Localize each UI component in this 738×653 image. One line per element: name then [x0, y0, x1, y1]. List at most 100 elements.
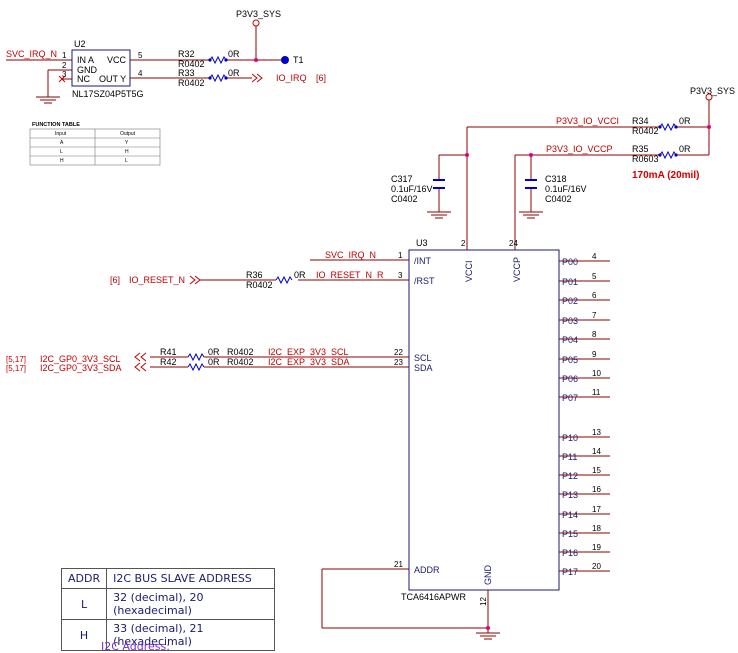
resistor-r32 [208, 55, 228, 65]
ground-symbol-u3 [476, 632, 500, 640]
function-table-title: FUNCTION TABLE [32, 122, 80, 128]
u2-pin5-num: 5 [138, 51, 143, 60]
testpoint-t1 [281, 56, 289, 64]
ft-cell: Y [125, 140, 129, 146]
u3-pin-num: 11 [592, 388, 601, 397]
u3-pin-num: 5 [592, 272, 597, 281]
resistor-r35 [658, 150, 678, 160]
resistor-r36 [275, 275, 293, 285]
offsheet-arrow-io-irq [251, 73, 263, 83]
c318-pkg: C0402 [545, 194, 572, 204]
u3-pin-num: 8 [592, 330, 597, 339]
u3-pin-name: P04 [562, 335, 578, 345]
c318-val: 0.1uF/16V [545, 184, 587, 194]
net-svc-irq-n-in: SVC_IRQ_N [6, 49, 57, 59]
c318-ref: C318 [545, 174, 567, 184]
u2-section [6, 26, 284, 97]
u3-pin-num: 15 [592, 466, 601, 475]
net-p3v3-io-vccp: P3V3_IO_VCCP [546, 144, 613, 154]
u3-pin-num: 17 [592, 505, 601, 514]
r41-ref: R41 [160, 347, 177, 357]
junction-dot [465, 153, 469, 157]
u3-pin-num: 13 [592, 428, 601, 437]
table-cell: 32 (decimal), 20 (hexadecimal) [106, 588, 276, 620]
r36-val: 0R [294, 270, 306, 280]
r32-val: 0R [228, 49, 240, 59]
u2-pin4-num: 4 [138, 69, 143, 78]
u2-part: NL17SZ04P5T5G [72, 89, 144, 99]
net-i2c-sheet-scl: [5,17] [6, 355, 26, 364]
u3-pin-name: SDA [414, 363, 433, 373]
u3-pin-name: P17 [562, 567, 578, 577]
u3-pin-num: 6 [592, 291, 597, 300]
r33-pkg: R0402 [178, 78, 205, 88]
supply-wires [438, 100, 710, 250]
resistor-r42 [187, 362, 205, 372]
power-port-p3v3-sys-right [705, 93, 713, 101]
r35-pkg: R0603 [632, 154, 659, 164]
table-cell: L [60, 588, 108, 620]
u3-pin-name: P13 [562, 490, 578, 500]
u3-pin-num: 19 [592, 543, 601, 552]
u3-body [408, 249, 560, 591]
table-cell: H [60, 619, 108, 651]
net-io-reset-n: IO_RESET_N [129, 275, 185, 285]
r36-pkg: R0402 [246, 280, 273, 290]
u2-pin1-name: IN A [77, 55, 94, 65]
net-p3v3-io-vcci: P3V3_IO_VCCI [556, 116, 619, 126]
capacitor-c318 [525, 179, 537, 189]
ft-cell: H [60, 158, 64, 164]
u2-pin3-num: 3 [62, 70, 67, 79]
net-io-irq: IO_IRQ [276, 73, 307, 83]
u3-pin-num: 12 [479, 597, 488, 606]
u3-pin-name: P12 [562, 471, 578, 481]
r34-pkg: R0402 [632, 126, 659, 136]
power-label-p3v3-sys-top: P3V3_SYS [236, 9, 281, 19]
power-label-p3v3-sys-right: P3V3_SYS [690, 86, 735, 96]
ground-symbol-c318 [519, 211, 543, 219]
r34-ref: R34 [632, 116, 649, 126]
net-i2c-sheet-sda: [5,17] [6, 364, 26, 373]
u3-pin-name: P03 [562, 316, 578, 326]
u3-ref: U3 [416, 238, 428, 248]
table-row: ADDR I2C BUS SLAVE ADDRESS [60, 568, 276, 589]
net-io-irq-sheet: [6] [316, 73, 326, 83]
offsheet-arrow-io-reset [189, 275, 201, 285]
current-note: 170mA (20mil) [632, 170, 699, 181]
u3-pin-name: VCCI [464, 260, 474, 282]
u3-pin-num: 21 [394, 560, 403, 569]
testpoint-label: T1 [293, 55, 304, 65]
u3-pin-name: P01 [562, 277, 578, 287]
net-i2c-gp0-sda: I2C_GP0_3V3_SDA [40, 363, 122, 373]
u2-pin5-name: VCC [107, 55, 127, 65]
u3-pin-num: 24 [509, 239, 518, 248]
resistor-r34 [658, 122, 678, 132]
ground-symbol-c317 [427, 211, 451, 219]
net-io-reset-n-r: IO_RESET_N_R [316, 270, 384, 280]
function-table-grid [29, 128, 161, 166]
table-row: L 32 (decimal), 20 (hexadecimal) [60, 588, 276, 620]
i2c-address-note: I2C Address: [101, 640, 170, 653]
capacitor-c317 [433, 179, 445, 189]
u3-pin-num: 4 [592, 252, 597, 261]
junction-dot [254, 58, 258, 62]
r33-val: 0R [228, 68, 240, 78]
u3-pin-name: /RST [414, 276, 435, 286]
u3-pin-num: 23 [394, 358, 403, 367]
addr-table: ADDR I2C BUS SLAVE ADDRESS L 32 (decimal… [60, 568, 276, 651]
net-io-reset-sheet: [6] [110, 275, 120, 285]
u3-pin-name: P11 [562, 452, 577, 462]
ft-cell: A [60, 140, 64, 146]
u3-pin-name: P16 [562, 548, 578, 558]
u3-pin-num: 3 [398, 271, 403, 280]
resistor-r33 [208, 73, 228, 83]
junction-dot [707, 125, 711, 129]
u2-pin2-name: GND [77, 65, 98, 75]
ft-header-output: Output [120, 131, 136, 137]
u3-pin-name: P10 [562, 433, 578, 443]
net-i2c-exp-scl: I2C_EXP_3V3_SCL [268, 347, 349, 357]
u3-pin-name: VCCP [512, 257, 522, 282]
u2-pin1-num: 1 [62, 51, 67, 60]
u2-pin4-name: OUT Y [99, 74, 126, 84]
u2-pin2-num: 2 [62, 61, 67, 70]
